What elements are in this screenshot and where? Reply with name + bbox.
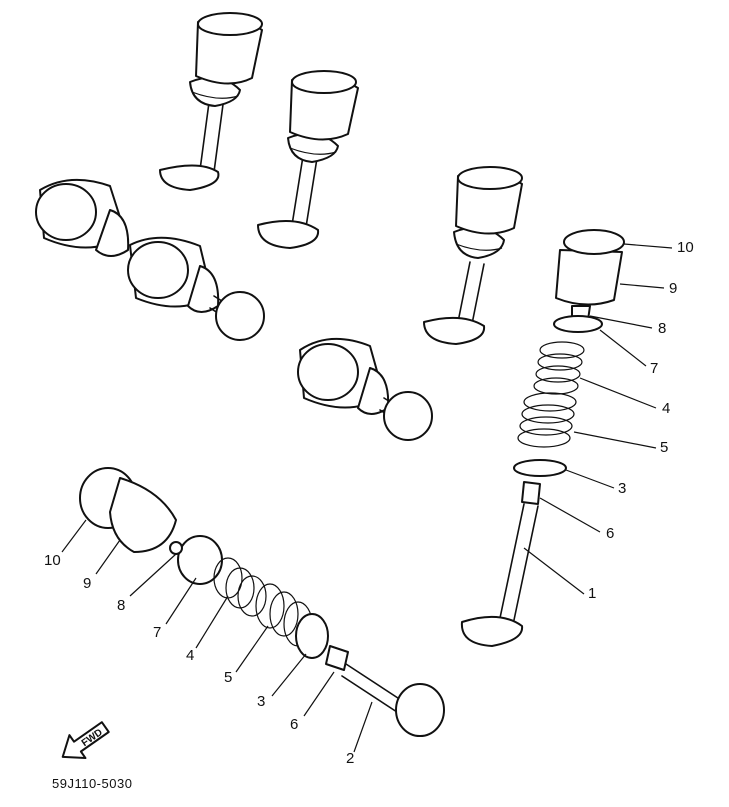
spring-seat-bottom	[295, 613, 329, 659]
valve-pad-right	[563, 229, 625, 255]
leader-lines-right	[523, 243, 673, 595]
valve-head-bottom	[395, 683, 445, 737]
label-left-4: 4	[186, 647, 195, 664]
valve-lifter-bottom	[109, 477, 177, 553]
label-left-8: 8	[117, 597, 126, 614]
label-left-3: 3	[257, 693, 266, 710]
oil-seal-right	[521, 481, 541, 505]
forward-arrow-icon: FWD	[61, 721, 110, 760]
label-left-6: 6	[290, 716, 299, 733]
valve-exploded-right	[460, 229, 625, 647]
outer-spring-right	[533, 341, 585, 395]
label-right-7: 7	[650, 360, 659, 377]
valve-lifter-right	[555, 249, 623, 306]
leader-lines-left	[61, 519, 373, 753]
label-right-6: 6	[606, 525, 615, 542]
valve-assembly-left-pair	[35, 178, 265, 341]
label-right-1: 1	[588, 585, 597, 602]
label-left-10: 10	[44, 552, 61, 569]
valve-head-right	[460, 615, 524, 647]
label-right-8: 8	[658, 320, 667, 337]
valve-assembly-top-2	[257, 70, 359, 249]
label-right-4: 4	[662, 400, 671, 417]
label-left-2: 2	[346, 750, 355, 767]
valve-exploded-bottom	[79, 467, 445, 737]
spring-retainer-bottom	[177, 535, 223, 585]
valve-assembly-top-1	[159, 12, 263, 191]
inner-spring-right	[517, 392, 577, 448]
label-right-9: 9	[669, 280, 678, 297]
label-right-10: 10	[677, 239, 694, 256]
valve-assembly-top-3	[423, 166, 523, 345]
valve-keeper-bottom	[169, 541, 183, 555]
label-left-7: 7	[153, 624, 162, 641]
diagram-code: 59J110-5030	[52, 776, 133, 791]
spring-retainer-right	[553, 315, 603, 333]
spring-seat-right	[513, 459, 567, 477]
label-left-5: 5	[224, 669, 233, 686]
springs-bottom	[213, 557, 313, 647]
valve-assembly-center	[297, 337, 433, 441]
oil-seal-bottom	[325, 645, 349, 671]
label-right-3: 3	[618, 480, 627, 497]
label-right-5: 5	[660, 439, 669, 456]
label-left-9: 9	[83, 575, 92, 592]
